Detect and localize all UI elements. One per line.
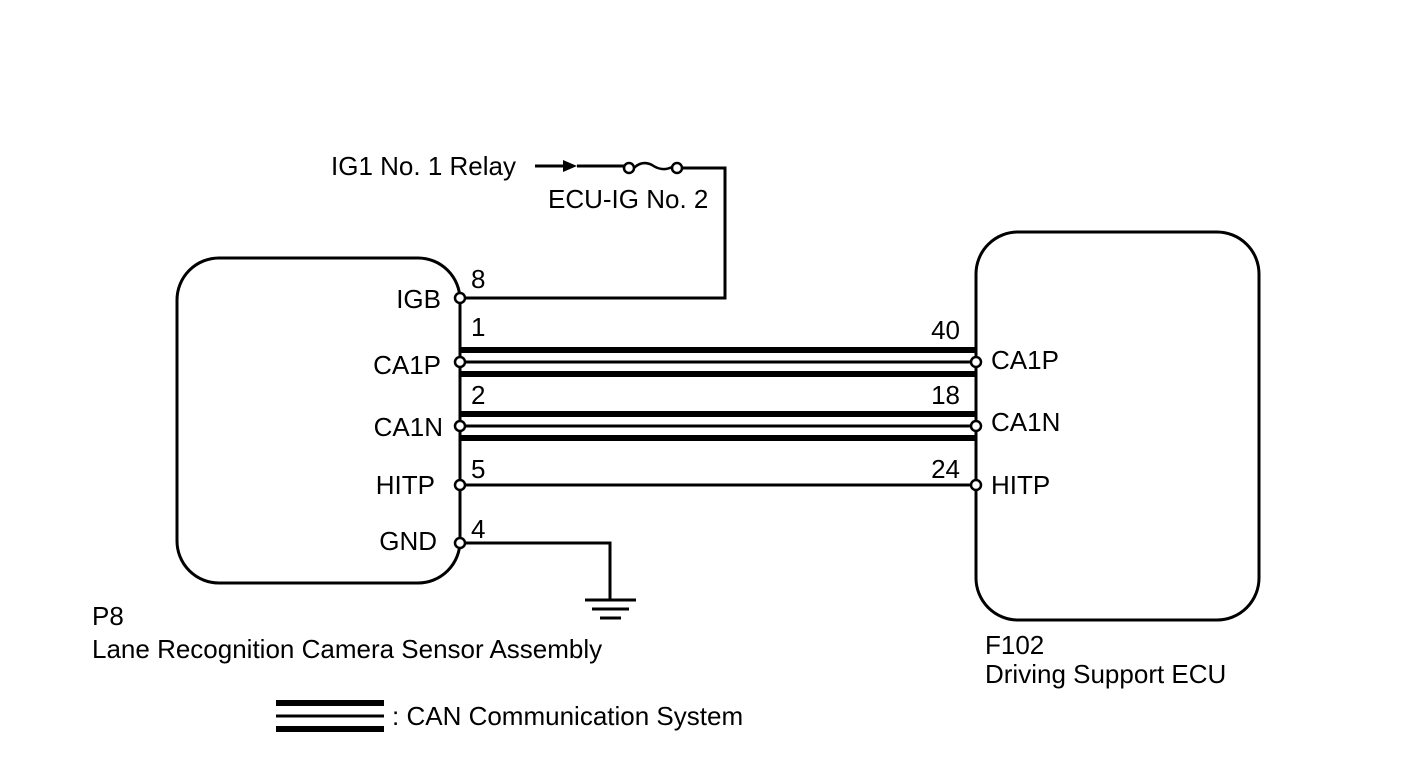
power-wire-to-igb (466, 166, 727, 300)
left-pin-ca1n (453, 419, 467, 433)
ground-icon (585, 598, 636, 620)
left-component-name: Lane Recognition Camera Sensor Assembly (92, 634, 602, 664)
left-pin-ca1p (453, 355, 467, 369)
left-pin-number: 5 (471, 454, 485, 484)
left-pin-number: 1 (471, 312, 485, 342)
can-wire-ca1p (460, 347, 976, 377)
left-pin-number: 2 (471, 380, 485, 410)
fuse-icon (622, 161, 684, 175)
gnd-wire (465, 541, 612, 600)
can-legend-swatch (276, 700, 384, 732)
right-component-code: F102 (985, 630, 1044, 660)
left-pin-hitp (453, 478, 467, 492)
left-terminal-label: IGB (396, 284, 441, 314)
left-pin-number: 8 (471, 264, 485, 294)
right-pin-number: 18 (931, 380, 960, 410)
left-pin-igb (453, 291, 467, 305)
right-pin-hitp (969, 478, 983, 492)
left-component-code: P8 (92, 601, 124, 631)
left-pin-gnd (453, 536, 467, 550)
can-wire-ca1n (460, 411, 976, 441)
right-pin-ca1p (969, 355, 983, 369)
right-terminal-label: CA1N (991, 407, 1060, 437)
arrow-icon (535, 160, 577, 172)
left-terminal-label: GND (379, 526, 437, 556)
right-component-name: Driving Support ECU (985, 659, 1226, 689)
left-pin-number: 4 (471, 514, 485, 544)
power-source-label: IG1 No. 1 Relay (331, 151, 516, 181)
right-terminal-label: HITP (991, 470, 1050, 500)
left-terminal-label: CA1P (373, 350, 441, 380)
right-pin-ca1n (969, 419, 983, 433)
fuse-label: ECU-IG No. 2 (548, 184, 708, 214)
right-pin-number: 24 (931, 454, 960, 484)
right-pin-number: 40 (931, 315, 960, 345)
left-terminal-label: HITP (376, 470, 435, 500)
left-terminal-label: CA1N (374, 412, 443, 442)
can-legend-label: : CAN Communication System (392, 701, 743, 731)
right-terminal-label: CA1P (991, 345, 1059, 375)
